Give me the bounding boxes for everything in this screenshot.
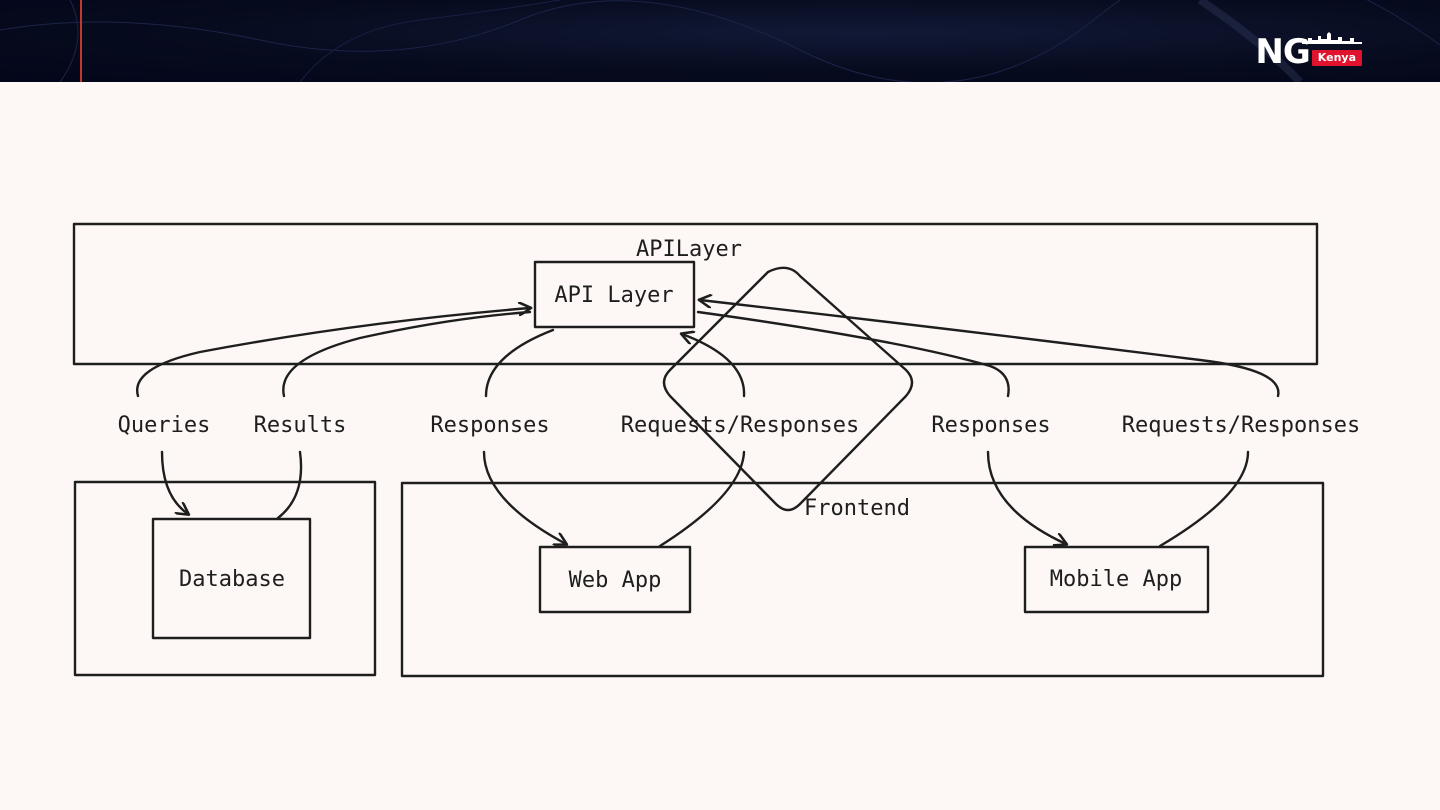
- api-layer-group-frame: [72, 222, 1319, 366]
- mobile-app-node-label: Mobile App: [1050, 567, 1182, 592]
- edge-queries-to-api: [135, 308, 530, 398]
- header-accent-line: [80, 0, 82, 82]
- edge-label-results: Results: [254, 413, 347, 438]
- edge-requests-from-web-app: [658, 450, 746, 548]
- edge-requests-to-api: [682, 334, 746, 398]
- diamond-shape: [662, 266, 914, 512]
- edge-requests-from-mobile-app: [1158, 450, 1250, 548]
- api-layer-node-label: API Layer: [554, 283, 673, 308]
- frontend-group-frame: [400, 481, 1325, 678]
- web-app-node-box: [538, 545, 692, 614]
- skyline-icon: [1302, 32, 1362, 44]
- edge-label-requests-mobile: Requests/Responses: [1122, 413, 1360, 438]
- edge-responses-from-api: [484, 328, 555, 398]
- edge-responses-to-mobile-app: [986, 450, 1066, 544]
- edge-label-responses-web: Responses: [430, 413, 549, 438]
- edge-label-responses-mobile: Responses: [931, 413, 1050, 438]
- edge-results-to-api: [282, 310, 532, 398]
- edge-mobile-requests-to-api: [700, 300, 1280, 398]
- header-texture: [0, 0, 1440, 82]
- web-app-node-label: Web App: [569, 568, 662, 593]
- edge-label-requests-web: Requests/Responses: [621, 413, 859, 438]
- database-node-label: Database: [179, 567, 285, 592]
- edge-label-queries: Queries: [118, 413, 211, 438]
- edge-mobile-responses-from-api: [696, 310, 1010, 398]
- brand-tag: Kenya: [1311, 50, 1362, 66]
- brand-logo: NG Kenya: [1255, 32, 1362, 72]
- database-node-box: [151, 517, 312, 640]
- database-group-frame: [73, 480, 377, 677]
- brand-name: NG: [1255, 32, 1310, 72]
- api-layer-node-box: [533, 260, 696, 329]
- edge-results-from-database: [276, 450, 303, 520]
- frontend-group-label: Frontend: [804, 496, 910, 521]
- edge-queries-to-database: [160, 450, 188, 514]
- edge-responses-to-web-app: [482, 450, 566, 544]
- api-layer-group-label: APILayer: [636, 237, 742, 262]
- mobile-app-node-box: [1023, 545, 1210, 614]
- slide-header: NG Kenya: [0, 0, 1440, 82]
